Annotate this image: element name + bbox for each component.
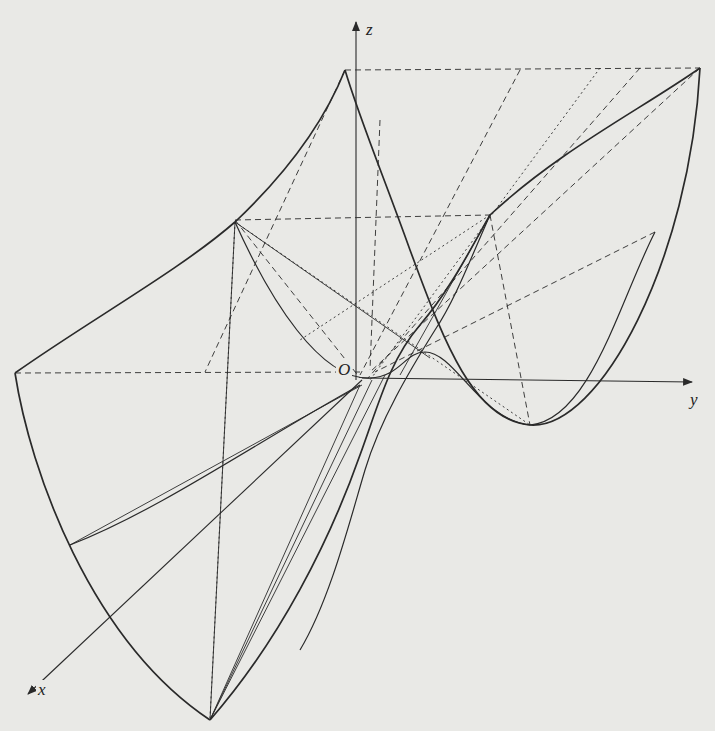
section-curves [70,215,655,650]
z-axis [355,22,356,380]
axis-label: x [36,680,48,699]
y-axis [362,378,692,382]
ruling-lines [70,215,490,720]
axis-label: z [364,20,375,39]
axis-label: y [688,390,700,409]
x-axis [28,380,362,694]
dotted-lines [210,68,600,718]
construction-lines [15,68,700,425]
surface-outline [15,68,700,720]
origin-label: O [336,360,352,379]
